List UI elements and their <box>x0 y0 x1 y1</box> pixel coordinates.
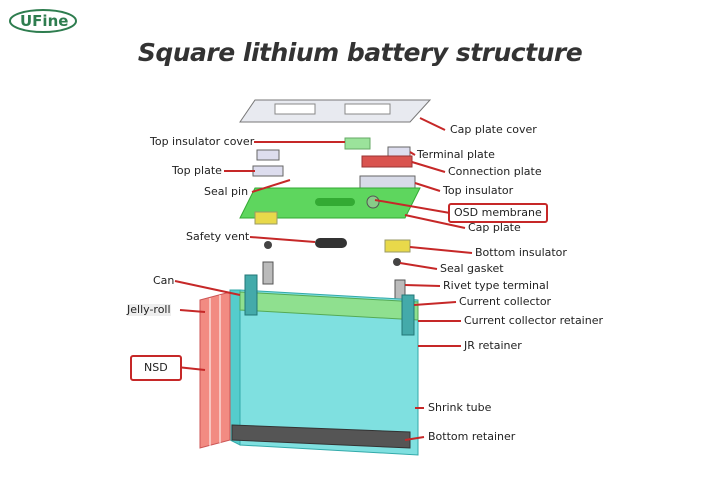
top-insulator-part <box>359 175 416 189</box>
label-current-collector-retainer: Current collector retainer <box>464 314 603 327</box>
label-top-insulator: Top insulator <box>443 184 514 197</box>
label-current-collector: Current collector <box>459 295 552 308</box>
label-seal-gasket: Seal gasket <box>440 262 504 275</box>
label-cap-plate-cover: Cap plate cover <box>450 123 537 136</box>
label-nsd: NSD <box>130 355 182 381</box>
cap-plate-cover-part <box>239 99 432 123</box>
label-bottom-retainer: Bottom retainer <box>428 430 516 443</box>
label-seal-pin: Seal pin <box>204 185 249 198</box>
top-insulator-cover-part <box>344 137 371 150</box>
label-shrink-tube: Shrink tube <box>428 401 492 414</box>
label-jr-retainer: JR retainer <box>464 339 522 352</box>
label-bottom-insulator: Bottom insulator <box>475 246 567 259</box>
logo-text: UFine <box>20 12 69 30</box>
leader-arrows <box>174 117 473 441</box>
label-osd-membrane: OSD membrane <box>448 203 548 223</box>
label-terminal-plate: Terminal plate <box>417 148 495 161</box>
ufine-logo: UFine <box>8 8 78 34</box>
top-plate-part <box>256 149 280 161</box>
label-top-insulator-cover: Top insulator cover <box>150 135 255 148</box>
safety-vent-part <box>315 238 347 248</box>
label-can: Can <box>153 274 175 287</box>
label-cap-plate: Cap plate <box>468 221 521 234</box>
page-title: Square lithium battery structure <box>137 38 583 67</box>
connection-plate-part <box>361 155 413 168</box>
jelly-roll-part <box>199 291 231 449</box>
label-top-plate: Top plate <box>172 164 222 177</box>
label-rivet-type-terminal: Rivet type terminal <box>443 279 549 292</box>
bottom-retainer-part <box>231 424 411 449</box>
label-connection-plate: Connection plate <box>448 165 542 178</box>
label-jelly-roll: Jelly-roll <box>127 303 171 316</box>
label-safety-vent: Safety vent <box>186 230 250 243</box>
